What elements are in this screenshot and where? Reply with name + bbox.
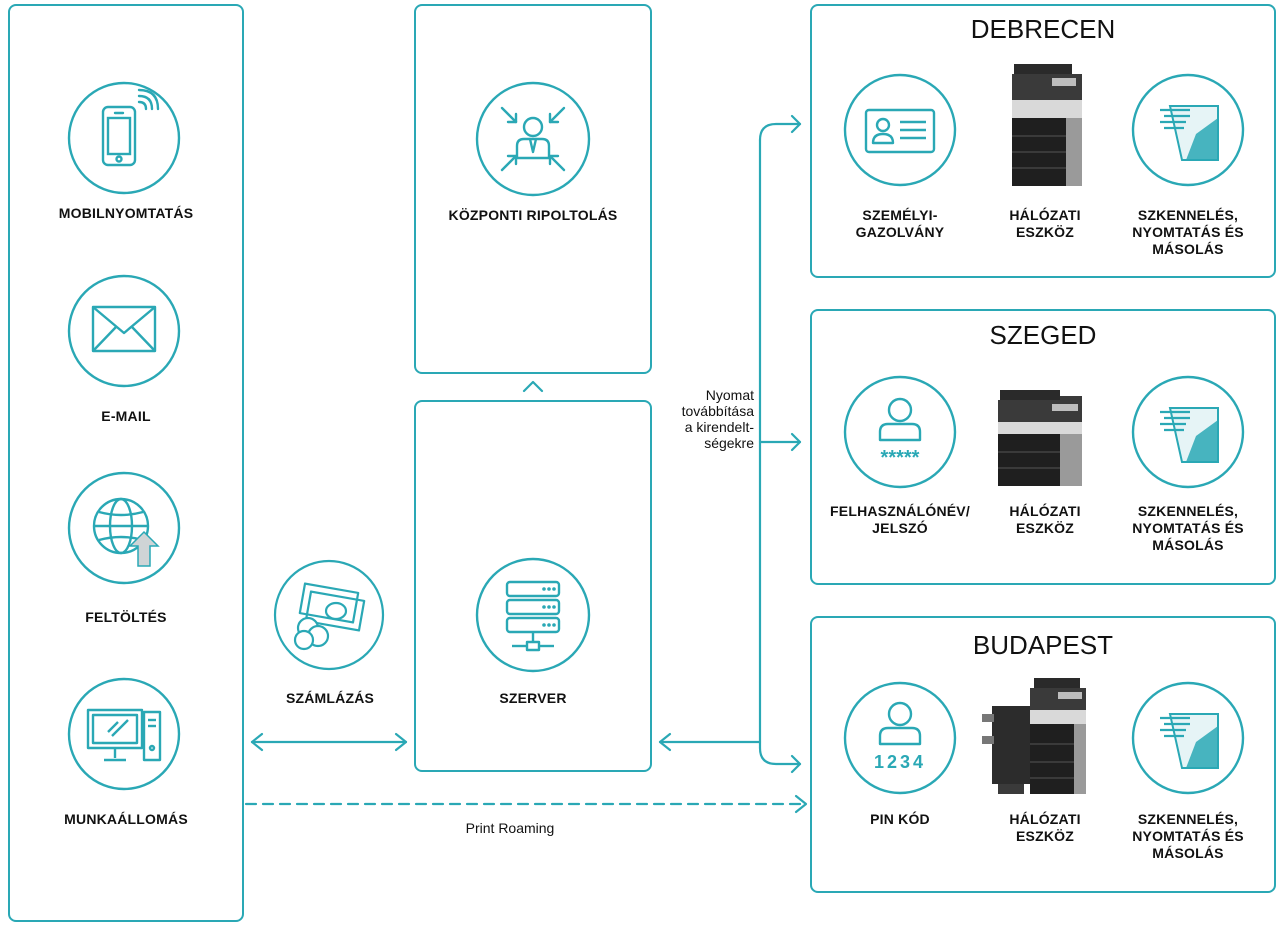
server-panel — [414, 400, 652, 772]
document-icon — [1131, 681, 1245, 795]
budapest-scan-label: SZKENNELÉS, NYOMTATÁS ÉS MÁSOLÁS — [1132, 811, 1244, 861]
szeged-auth-label: FELHASZNÁLÓNÉV/ JELSZÓ — [830, 503, 970, 536]
debrecen-device-label: HÁLÓZATI ESZKÖZ — [1009, 207, 1081, 240]
forward-note: Nyomat továbbítása a kirendelt- ségekre — [681, 387, 754, 451]
central-user-icon — [475, 81, 591, 197]
money-icon — [273, 559, 385, 671]
branch-city-budapest: BUDAPEST — [972, 630, 1114, 660]
clients-panel — [8, 4, 244, 922]
user-pin-icon: 1234 — [843, 681, 957, 795]
szeged-scan-label: SZKENNELÉS, NYOMTATÁS ÉS MÁSOLÁS — [1132, 503, 1244, 553]
workstation-icon — [67, 677, 181, 791]
printer-icon — [1012, 64, 1082, 186]
printer-icon — [982, 678, 1086, 794]
central-label: KÖZPONTI RIPOLTOLÁS — [448, 207, 618, 223]
user-password-icon: ***** — [843, 375, 957, 489]
central-panel — [414, 4, 652, 374]
mobile-phone-icon — [67, 81, 181, 195]
workstation-label: MUNKAÁLLOMÁS — [64, 811, 188, 827]
mobile-print-label: MOBILNYOMTATÁS — [58, 205, 194, 221]
server-label: SZERVER — [499, 690, 567, 706]
branch-city-szeged: SZEGED — [989, 320, 1097, 350]
upload-label: FELTÖLTÉS — [85, 609, 167, 625]
globe-upload-icon — [67, 471, 181, 585]
printer-icon — [998, 390, 1082, 486]
budapest-auth-label: PIN KÓD — [870, 811, 930, 827]
document-icon — [1131, 375, 1245, 489]
envelope-icon — [67, 274, 181, 388]
print-roaming-label: Print Roaming — [465, 820, 555, 836]
budapest-device-label: HÁLÓZATI ESZKÖZ — [1009, 811, 1081, 844]
pin-digits: 1234 — [874, 752, 926, 772]
szeged-device-label: HÁLÓZATI ESZKÖZ — [1009, 503, 1081, 536]
email-label: E-MAIL — [101, 408, 151, 424]
password-mask: ***** — [881, 447, 920, 469]
branch-city-debrecen: DEBRECEN — [970, 14, 1116, 44]
debrecen-auth-label: SZEMÉLYI- GAZOLVÁNY — [855, 207, 945, 240]
id-card-icon — [843, 73, 957, 187]
billing-label: SZÁMLÁZÁS — [285, 690, 375, 706]
debrecen-scan-label: SZKENNELÉS, NYOMTATÁS ÉS MÁSOLÁS — [1132, 207, 1244, 257]
server-icon — [475, 557, 591, 673]
document-icon — [1131, 73, 1245, 187]
